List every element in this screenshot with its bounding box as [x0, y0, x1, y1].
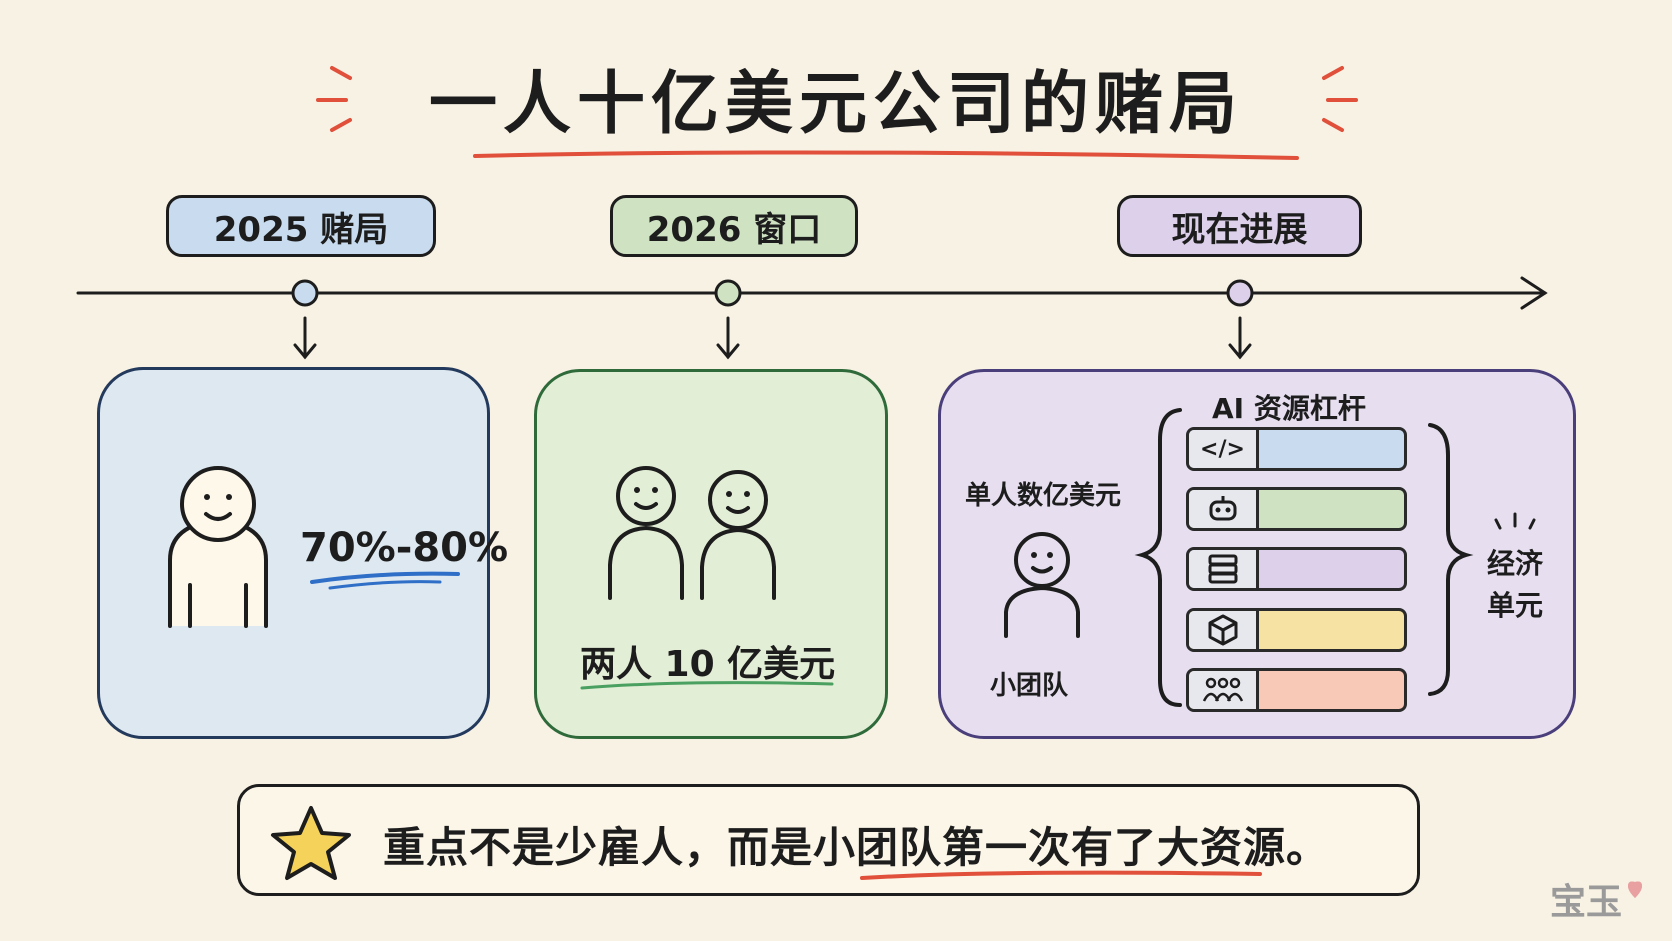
watermark: 宝玉 — [1550, 882, 1623, 923]
timeline-label-2026: 2026 窗口 — [610, 195, 858, 257]
heart-icon — [1628, 881, 1642, 898]
timeline-label-now: 现在进展 — [1117, 195, 1362, 257]
resource-bar-code: </> — [1186, 427, 1407, 471]
timeline-axis — [76, 276, 1548, 310]
economic-unit-label: 经济 单元 — [1480, 543, 1550, 627]
cube-icon — [1189, 611, 1259, 649]
timeline-label-2025: 2025 赌局 — [166, 195, 436, 257]
resource-bar-team — [1186, 668, 1407, 712]
timeline-node-2026 — [714, 279, 742, 307]
resource-bar-cube — [1186, 608, 1407, 652]
panel-2025 — [97, 367, 490, 739]
resource-bar-server — [1186, 547, 1407, 591]
timeline-node-2025 — [291, 279, 319, 307]
page-title: 一人十亿美元公司的赌局 — [428, 65, 1243, 144]
server-icon — [1189, 550, 1259, 588]
title-accent-right-icon — [1322, 66, 1358, 132]
title-accent-left-icon — [316, 66, 352, 132]
banner-text: 重点不是少雇人，而是小团队第一次有了大资源。 — [383, 823, 1330, 872]
ai-resource-label: AI 资源杠杆 — [1212, 392, 1366, 425]
team-icon — [1189, 671, 1259, 709]
down-arrow-icon — [293, 316, 1252, 360]
code-icon: </> — [1189, 430, 1259, 468]
robot-icon — [1189, 490, 1259, 528]
title-underline — [473, 150, 1299, 160]
small-team-label: 小团队 — [990, 671, 1069, 701]
percentage-label: 70%-80% — [300, 525, 509, 571]
two-people-caption: 两人 10 亿美元 — [580, 644, 836, 685]
economic-unit-line2: 单元 — [1486, 589, 1543, 622]
economic-unit-line1: 经济 — [1486, 547, 1543, 580]
resource-bar-robot — [1186, 487, 1407, 531]
single-person-value: 单人数亿美元 — [965, 481, 1122, 511]
timeline-node-now — [1226, 279, 1254, 307]
